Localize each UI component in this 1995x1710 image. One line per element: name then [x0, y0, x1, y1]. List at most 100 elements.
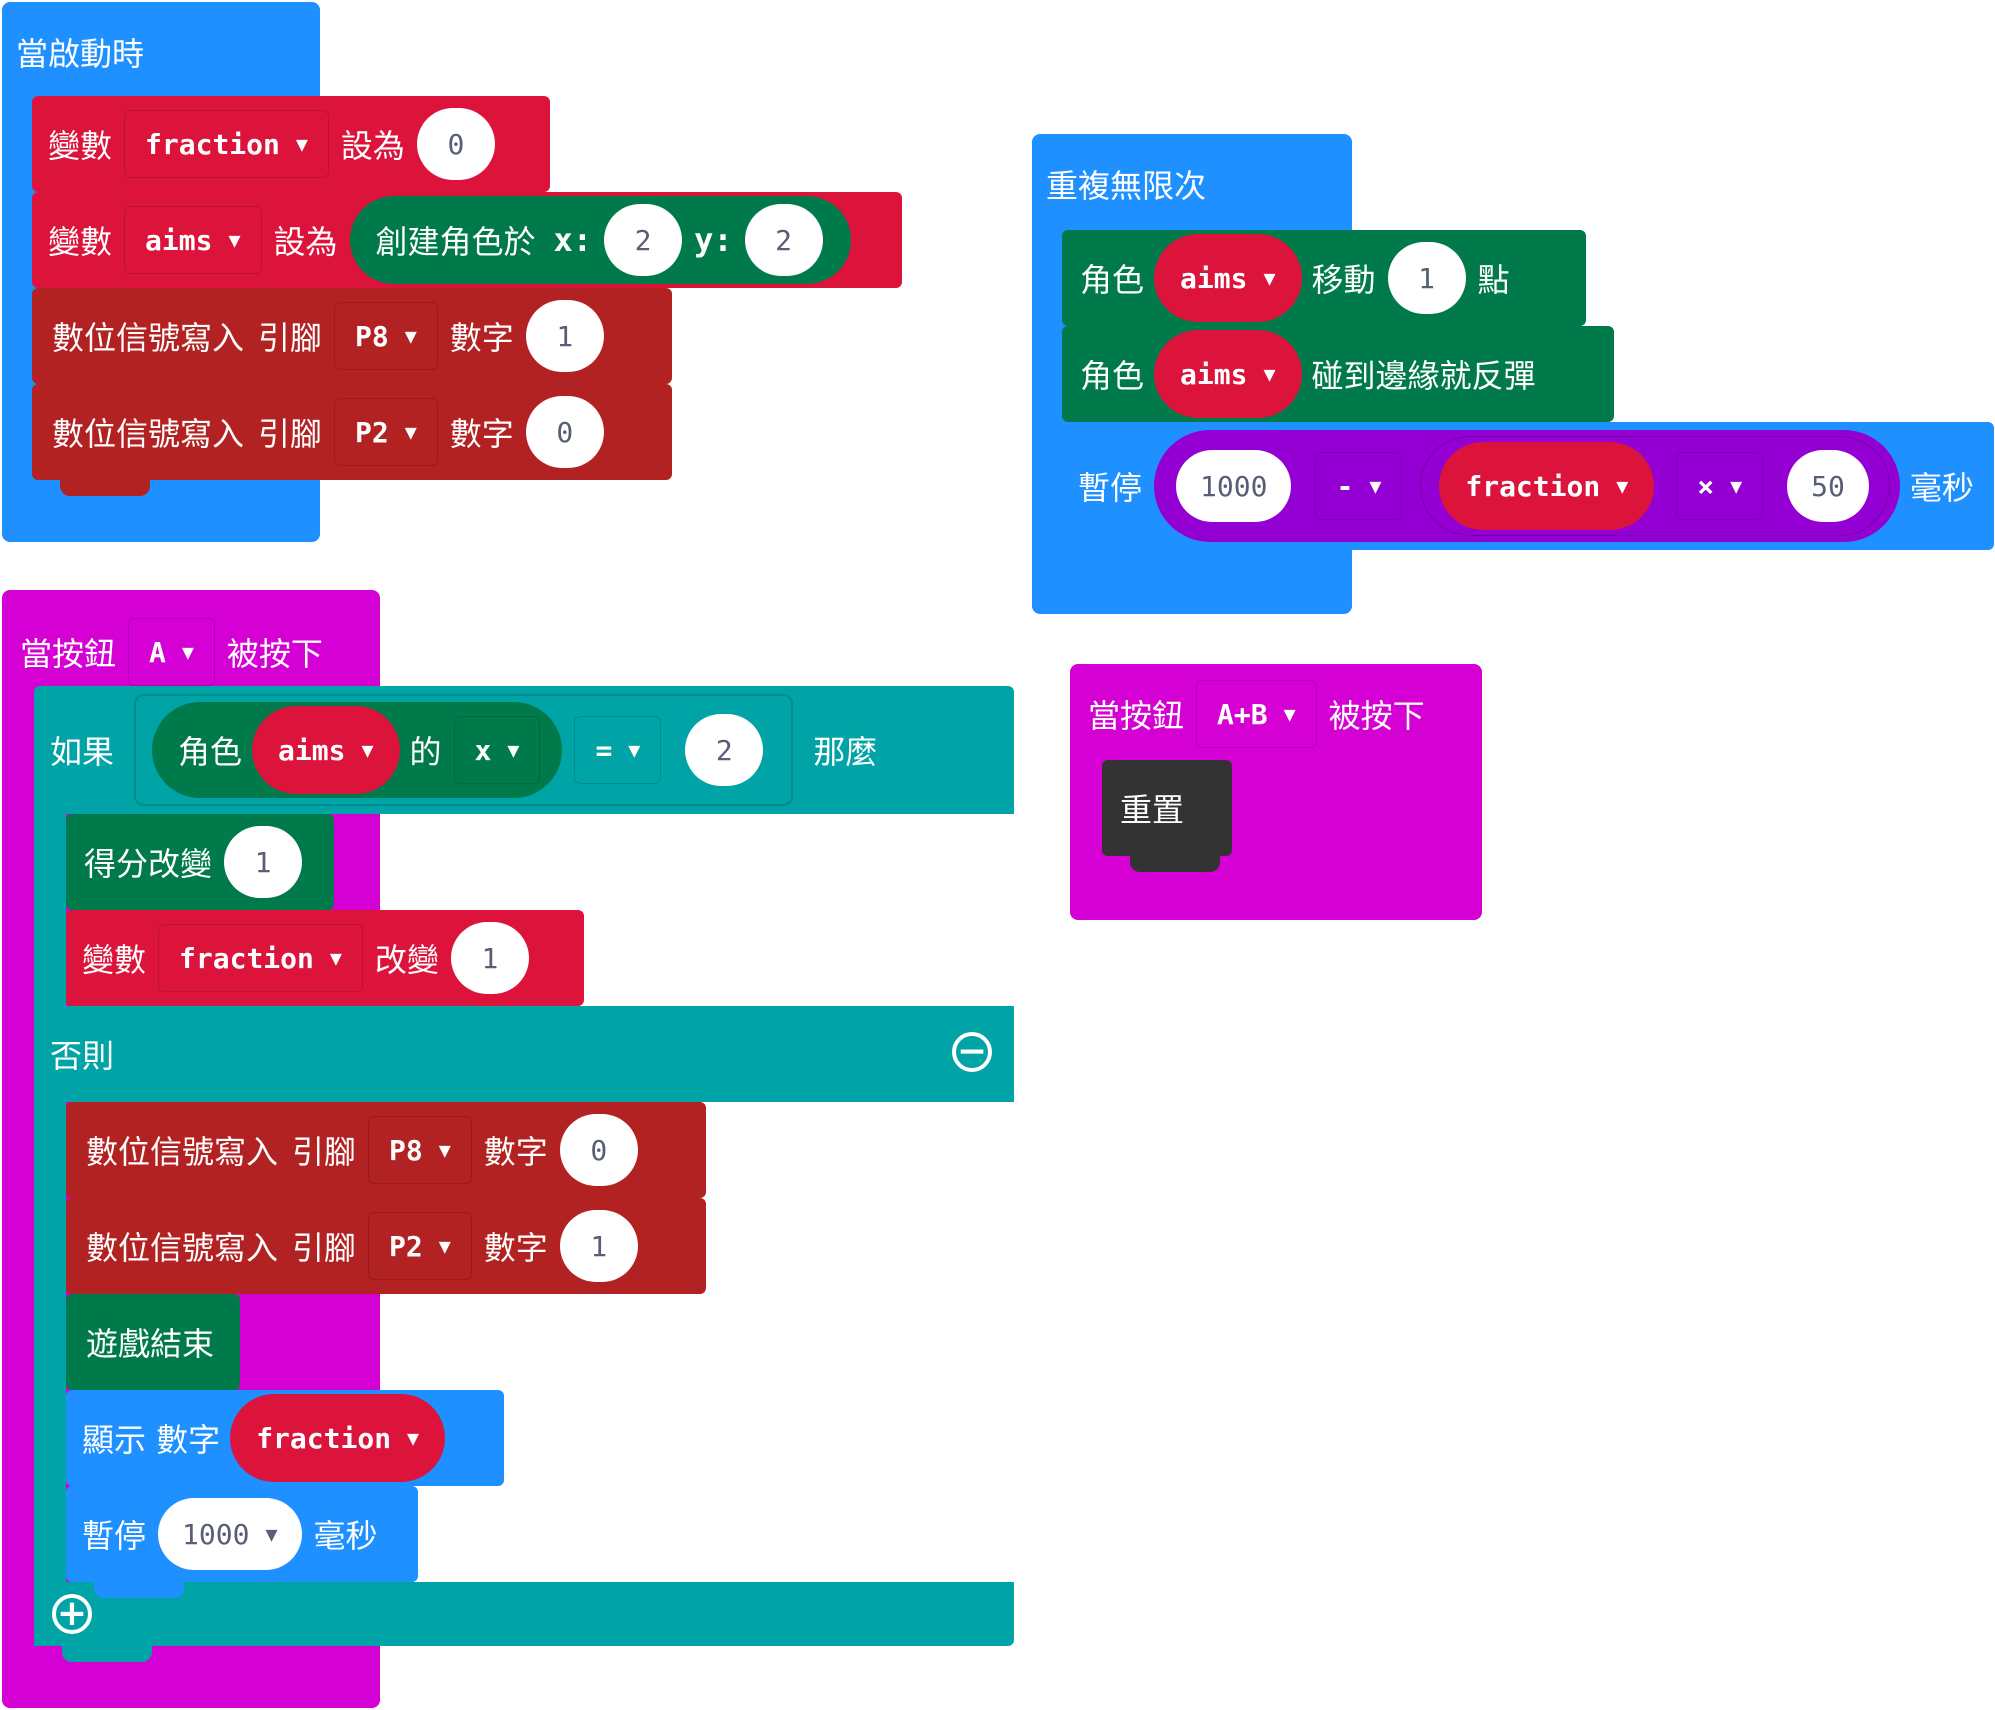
change-value-input[interactable]: 1	[450, 922, 529, 994]
steps-input[interactable]: 1	[1387, 242, 1466, 314]
variable-dropdown-fraction[interactable]: fraction▼	[158, 924, 363, 992]
dropdown-arrow-icon: ▼	[1616, 474, 1629, 498]
dropdown-arrow-icon: ▼	[295, 132, 308, 156]
sprite-property-reporter[interactable]: 角色 aims▼ 的 x▼	[152, 702, 563, 798]
property-dropdown-x[interactable]: x▼	[453, 716, 541, 784]
compare-condition[interactable]: 角色 aims▼ 的 x▼ =▼ 2	[134, 694, 794, 806]
pin-dropdown-p2[interactable]: P2▼	[334, 398, 438, 466]
change-score-label: 得分改變	[84, 845, 213, 883]
then-label: 那麼	[813, 733, 878, 771]
variable-dropdown-fraction[interactable]: fraction▼	[124, 110, 329, 178]
show-number-block[interactable]: 顯示 數字 fraction▼	[66, 1390, 504, 1486]
game-over-block[interactable]: 遊戲結束	[66, 1294, 240, 1390]
value-input[interactable]: 1	[559, 1210, 638, 1282]
pause-block[interactable]: 暫停 1000▼ 毫秒	[66, 1486, 418, 1582]
variable-dropdown-aims[interactable]: aims▼	[124, 206, 262, 274]
milliseconds-label: 毫秒	[313, 1517, 378, 1555]
create-sprite-reporter[interactable]: 創建角色於 x: 2 y: 2	[349, 196, 851, 284]
button-dropdown-a[interactable]: A▼	[128, 618, 215, 686]
else-row[interactable]: 否則	[34, 1006, 1014, 1102]
minus-circle-icon[interactable]: −	[952, 1032, 992, 1072]
multiply-reporter[interactable]: fraction▼ ×▼ 50	[1420, 436, 1890, 536]
variable-label: 變數	[48, 127, 113, 165]
set-aims-block[interactable]: 變數 aims▼ 設為 創建角色於 x: 2 y: 2	[32, 192, 902, 288]
dropdown-arrow-icon: ▼	[1369, 474, 1382, 498]
digital-write-p2-block[interactable]: 數位信號寫入 引腳 P2▼ 數字 0	[32, 384, 672, 480]
reset-block[interactable]: 重置	[1102, 760, 1232, 856]
operator-dropdown-minus[interactable]: -▼	[1315, 452, 1403, 520]
minuend-input[interactable]: 1000	[1176, 450, 1292, 522]
variable-reporter-aims[interactable]: aims▼	[1154, 330, 1302, 418]
value-input[interactable]: 0	[559, 1114, 638, 1186]
pin-dropdown-p2[interactable]: P2▼	[368, 1212, 472, 1280]
button-dropdown-ab[interactable]: A+B▼	[1196, 680, 1317, 748]
dropdown-arrow-icon: ▼	[407, 1426, 420, 1450]
sprite-label: 角色	[178, 733, 243, 771]
y-input[interactable]: 2	[744, 204, 823, 276]
digital-write-label: 數位信號寫入	[86, 1229, 279, 1267]
score-change-input[interactable]: 1	[224, 826, 303, 898]
if-else-block[interactable]: 如果 角色 aims▼ 的 x▼ =▼ 2 那麼 否則 − +	[34, 686, 1014, 1646]
sprite-bounce-block[interactable]: 角色 aims▼ 碰到邊緣就反彈	[1062, 326, 1614, 422]
game-over-label: 遊戲結束	[86, 1325, 215, 1363]
compare-value-input[interactable]: 2	[685, 714, 764, 786]
digital-write-p8-block[interactable]: 數位信號寫入 引腳 P8▼ 數字 1	[32, 288, 672, 384]
pressed-label: 被按下	[226, 635, 323, 673]
set-to-label: 設為	[273, 223, 338, 261]
if-label: 如果	[50, 733, 115, 771]
pause-label: 暫停	[1078, 469, 1143, 507]
digital-write-label: 數位信號寫入	[52, 415, 245, 453]
variable-reporter-aims[interactable]: aims▼	[1154, 234, 1302, 322]
dropdown-arrow-icon: ▼	[1263, 362, 1276, 386]
pin-dropdown-p8[interactable]: P8▼	[334, 302, 438, 370]
digital-write-label: 數位信號寫入	[52, 319, 245, 357]
x-input[interactable]: 2	[604, 204, 683, 276]
dropdown-arrow-icon: ▼	[1263, 266, 1276, 290]
on-button-label: 當按鈕	[20, 635, 117, 673]
variable-label: 變數	[82, 941, 147, 979]
change-score-block[interactable]: 得分改變 1	[66, 814, 334, 910]
pin-label: 引腳	[258, 415, 323, 453]
variable-reporter-fraction[interactable]: fraction▼	[1439, 442, 1655, 530]
create-sprite-label: 創建角色於	[375, 223, 536, 261]
dropdown-arrow-icon: ▼	[1730, 474, 1743, 498]
plus-circle-icon[interactable]: +	[52, 1594, 92, 1634]
variable-reporter-aims[interactable]: aims▼	[252, 706, 400, 794]
set-fraction-block[interactable]: 變數 fraction▼ 設為 0	[32, 96, 550, 192]
points-label: 點	[1477, 261, 1510, 299]
show-number-label: 顯示 數字	[82, 1421, 221, 1459]
reset-label: 重置	[1120, 791, 1185, 829]
block-notch	[62, 1646, 152, 1662]
if-header[interactable]: 如果 角色 aims▼ 的 x▼ =▼ 2 那麼	[34, 686, 1014, 814]
if-footer	[34, 1582, 1014, 1646]
pin-dropdown-p8[interactable]: P8▼	[368, 1116, 472, 1184]
dropdown-arrow-icon: ▼	[628, 738, 641, 762]
pin-label: 引腳	[292, 1229, 357, 1267]
number-label: 數字	[449, 415, 514, 453]
digital-write-label: 數位信號寫入	[86, 1133, 279, 1171]
number-label: 數字	[483, 1229, 548, 1267]
sprite-move-block[interactable]: 角色 aims▼ 移動 1 點	[1062, 230, 1586, 326]
value-input[interactable]: 1	[525, 300, 604, 372]
else-label: 否則	[50, 1037, 115, 1075]
dropdown-arrow-icon: ▼	[329, 946, 342, 970]
value-input[interactable]: 0	[525, 396, 604, 468]
multiplier-input[interactable]: 50	[1787, 450, 1869, 522]
subtract-reporter[interactable]: 1000 -▼ fraction▼ ×▼ 50	[1154, 430, 1900, 542]
pin-label: 引腳	[258, 319, 323, 357]
operator-dropdown-multiply[interactable]: ×▼	[1676, 452, 1764, 520]
block-notch	[1130, 856, 1220, 872]
on-button-ab-block[interactable]: 當按鈕 A+B▼ 被按下	[1070, 664, 1482, 920]
digital-write-p8-block[interactable]: 數位信號寫入 引腳 P8▼ 數字 0	[66, 1102, 706, 1198]
value-input[interactable]: 0	[416, 108, 495, 180]
digital-write-p2-block[interactable]: 數位信號寫入 引腳 P2▼ 數字 1	[66, 1198, 706, 1294]
y-label: y:	[694, 221, 733, 259]
variable-reporter-fraction[interactable]: fraction▼	[230, 1394, 446, 1482]
if-arm	[34, 814, 66, 1646]
operator-dropdown-equals[interactable]: =▼	[574, 716, 662, 784]
pause-duration-dropdown[interactable]: 1000▼	[158, 1498, 302, 1570]
change-fraction-block[interactable]: 變數 fraction▼ 改變 1	[66, 910, 584, 1006]
pause-expression-block[interactable]: 暫停 1000 -▼ fraction▼ ×▼ 50 毫秒	[1062, 422, 1994, 550]
x-label: x:	[553, 221, 593, 259]
block-notch	[1090, 550, 1180, 566]
